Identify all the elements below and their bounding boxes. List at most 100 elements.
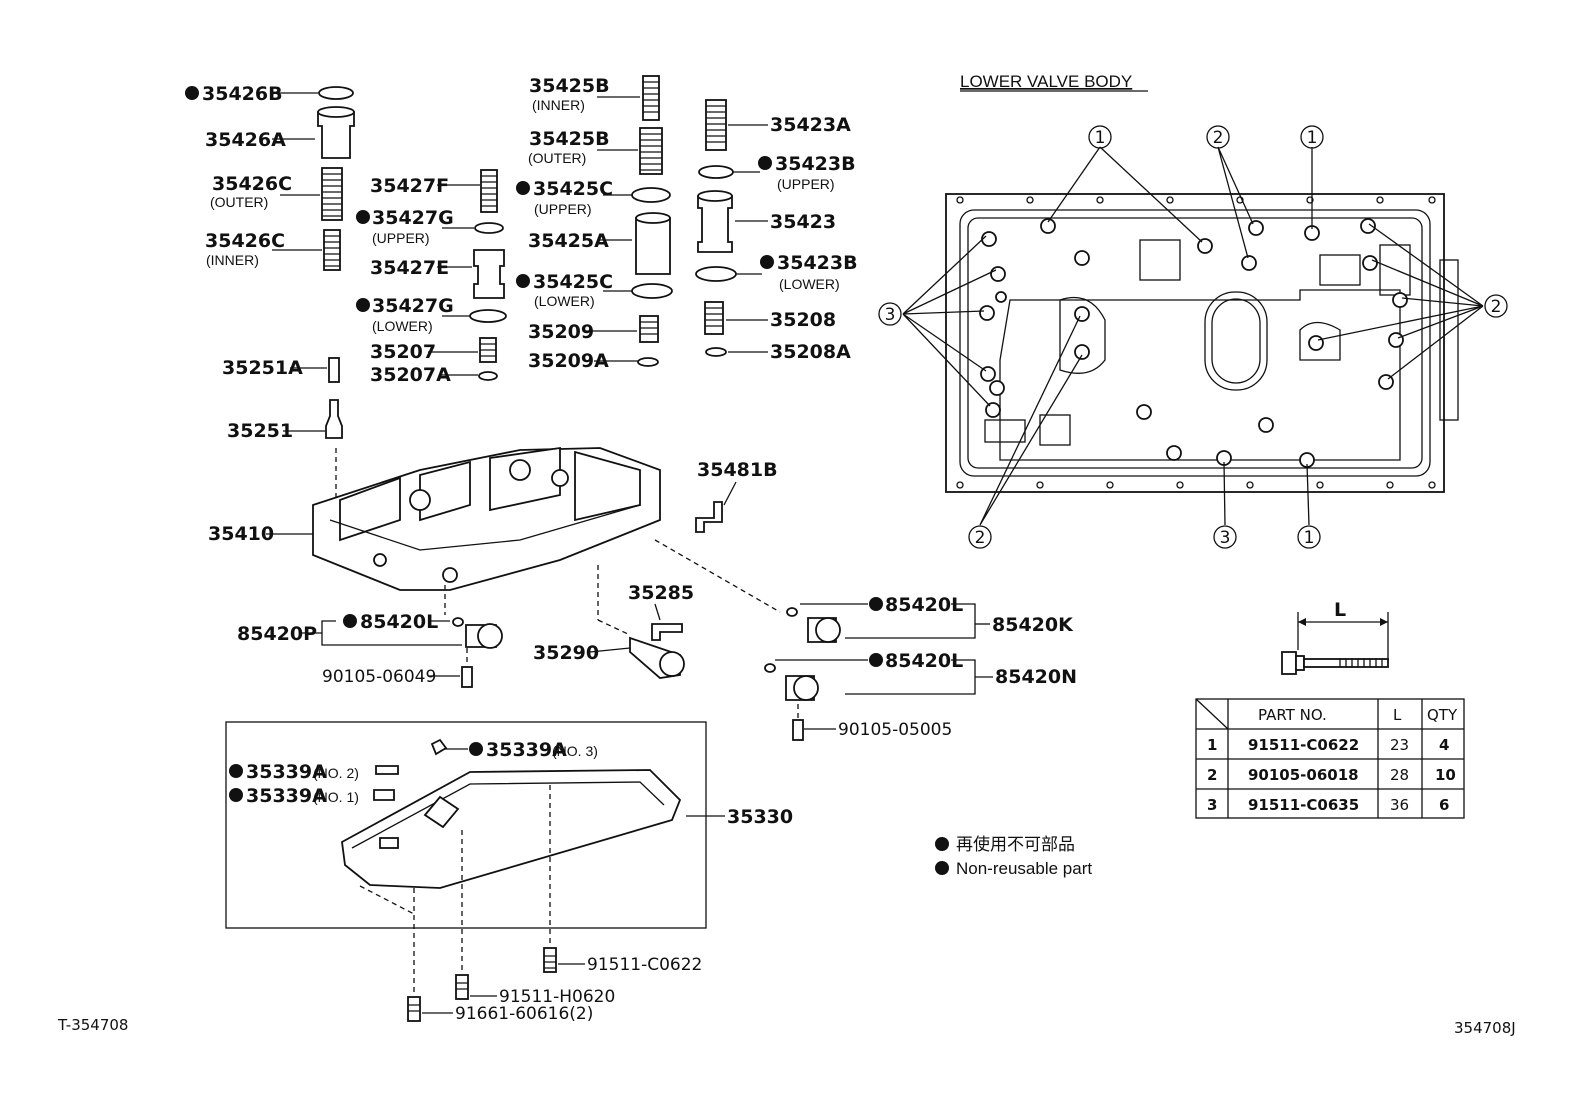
label-35427G-lower[interactable]: 35427G (372, 295, 454, 317)
label-35209A[interactable]: 35209A (528, 350, 609, 372)
label-35339A-no1[interactable]: 35339A (246, 785, 327, 807)
label-35423[interactable]: 35423 (770, 211, 836, 233)
group-35426: 35426B 35426A 35426C (OUTER) 35426C (INN… (185, 83, 355, 271)
non-reusable-dot-icon (935, 861, 949, 875)
table-row-qty: 4 (1439, 736, 1449, 754)
valve-35426A (317, 111, 355, 159)
label-35425B-inner[interactable]: 35425B (529, 75, 610, 97)
diagram-id-right: 354708J (1454, 1019, 1516, 1037)
svg-text:2: 2 (1491, 297, 1502, 317)
callouts: 1 2 1 3 2 2 3 1 (878, 125, 1508, 549)
table-row-l: 28 (1390, 766, 1409, 784)
bottom-bolts: 91511-C0622 91511-H0620 91661-60616(2) (407, 947, 702, 1024)
spring-35427F (480, 169, 498, 213)
bolt-holes (979, 218, 1408, 468)
table-header-l: L (1393, 706, 1402, 724)
label-85420L-b[interactable]: 85420L (885, 594, 963, 616)
label-85420N[interactable]: 85420N (995, 666, 1077, 688)
label-35425C-upper[interactable]: 35425C (533, 178, 613, 200)
label-35285[interactable]: 35285 (628, 582, 694, 604)
sub-upper-3: (UPPER) (777, 176, 835, 192)
svg-text:2: 2 (1213, 128, 1224, 148)
label-35426B[interactable]: 35426B (202, 83, 283, 105)
label-35427F[interactable]: 35427F (370, 175, 449, 197)
label-35481B[interactable]: 35481B (697, 459, 778, 481)
label-35208A[interactable]: 35208A (770, 341, 851, 363)
non-reusable-dot-icon (185, 86, 199, 100)
label-35425C-lower[interactable]: 35425C (533, 271, 613, 293)
sub-outer: (OUTER) (210, 194, 268, 210)
group-85420P: 85420P 85420L 90105-06049 (237, 611, 503, 688)
label-35208[interactable]: 35208 (770, 309, 836, 331)
callout-3 (1213, 525, 1237, 549)
svg-text:3: 3 (1220, 528, 1231, 548)
label-90105-05005[interactable]: 90105-05005 (838, 720, 952, 740)
lower-valve-body-view: LOWER VALVE BODY (878, 72, 1508, 549)
valve-body-outline (945, 193, 1445, 493)
label-35339A-no3[interactable]: 35339A (486, 739, 567, 761)
oil-strainer-35330 (341, 769, 682, 889)
callout-1 (1088, 125, 1112, 149)
perimeter-holes (956, 196, 1436, 489)
label-35425A[interactable]: 35425A (528, 230, 609, 252)
legend: 再使用不可部品 Non-reusable part (935, 834, 1092, 878)
table-row-no: 1 (1207, 736, 1217, 754)
sub-upper-2: (UPPER) (534, 201, 592, 217)
table-row-l: 36 (1390, 796, 1409, 814)
label-35330[interactable]: 35330 (727, 806, 793, 828)
label-35207[interactable]: 35207 (370, 341, 436, 363)
sub-no1: (NO. 1) (313, 789, 359, 805)
label-35426C-outer[interactable]: 35426C (212, 173, 292, 195)
non-reusable-dot-icon (935, 837, 949, 851)
label-35209[interactable]: 35209 (528, 321, 594, 343)
sub-inner: (INNER) (206, 252, 259, 268)
label-35251[interactable]: 35251 (227, 420, 293, 442)
label-35339A-no2[interactable]: 35339A (246, 761, 327, 783)
svg-text:1: 1 (1307, 128, 1318, 148)
group-35427: 35427F 35427G (UPPER) 35427E 35427G (LOW… (356, 169, 507, 386)
table-row-part[interactable]: 91511-C0622 (1248, 736, 1359, 754)
label-35290[interactable]: 35290 (533, 642, 599, 664)
label-35423B-upper[interactable]: 35423B (775, 153, 856, 175)
bolt-length-label: L (1334, 599, 1346, 621)
check-ball-35251 (325, 399, 343, 439)
label-85420K[interactable]: 85420K (992, 614, 1074, 636)
group-35330: 35339A (NO. 3) 35339A (NO. 2) 35339A (NO… (225, 721, 793, 995)
label-91661-60616[interactable]: 91661-60616(2) (455, 1004, 593, 1024)
label-90105-06049[interactable]: 90105-06049 (322, 667, 436, 687)
label-35427G-upper[interactable]: 35427G (372, 207, 454, 229)
diagram-id-left: T-354708 (57, 1016, 128, 1034)
label-35426C-inner[interactable]: 35426C (205, 230, 285, 252)
label-35425B-outer[interactable]: 35425B (529, 128, 610, 150)
group-35290: 35285 35290 (533, 582, 694, 679)
label-35410[interactable]: 35410 (208, 523, 274, 545)
label-35427E[interactable]: 35427E (370, 257, 449, 279)
label-35251A[interactable]: 35251A (222, 357, 303, 379)
label-85420L-a[interactable]: 85420L (360, 611, 438, 633)
table-header-qty: QTY (1427, 706, 1458, 724)
table-row-no: 2 (1207, 766, 1217, 784)
table-row-part[interactable]: 91511-C0635 (1248, 796, 1359, 814)
label-85420L-c[interactable]: 85420L (885, 650, 963, 672)
label-35207A[interactable]: 35207A (370, 364, 451, 386)
valve-body-35410: 35410 (208, 446, 781, 635)
sub-inner-2: (INNER) (532, 97, 585, 113)
sub-lower-3: (LOWER) (779, 276, 840, 292)
label-35423A[interactable]: 35423A (770, 114, 851, 136)
label-91511-H0620[interactable]: 91511-H0620 (499, 987, 615, 1007)
label-91511-C0622[interactable]: 91511-C0622 (587, 955, 702, 975)
svg-text:1: 1 (1095, 128, 1106, 148)
callout-2 (968, 525, 992, 549)
bracket-35481B (695, 501, 723, 533)
callout-3 (878, 302, 902, 326)
label-35426A[interactable]: 35426A (205, 129, 286, 151)
valve-35425A (635, 217, 671, 275)
callout-2 (1484, 294, 1508, 318)
table-row-part[interactable]: 90105-06018 (1248, 766, 1359, 784)
label-85420P[interactable]: 85420P (237, 623, 317, 645)
group-35423: 35423A 35423B (UPPER) 35423 35423B (LOWE… (695, 99, 858, 363)
group-35425: 35425B (INNER) 35425B (OUTER) 35425C (UP… (516, 75, 673, 372)
legend-en: Non-reusable part (956, 859, 1092, 878)
label-35423B-lower[interactable]: 35423B (777, 252, 858, 274)
